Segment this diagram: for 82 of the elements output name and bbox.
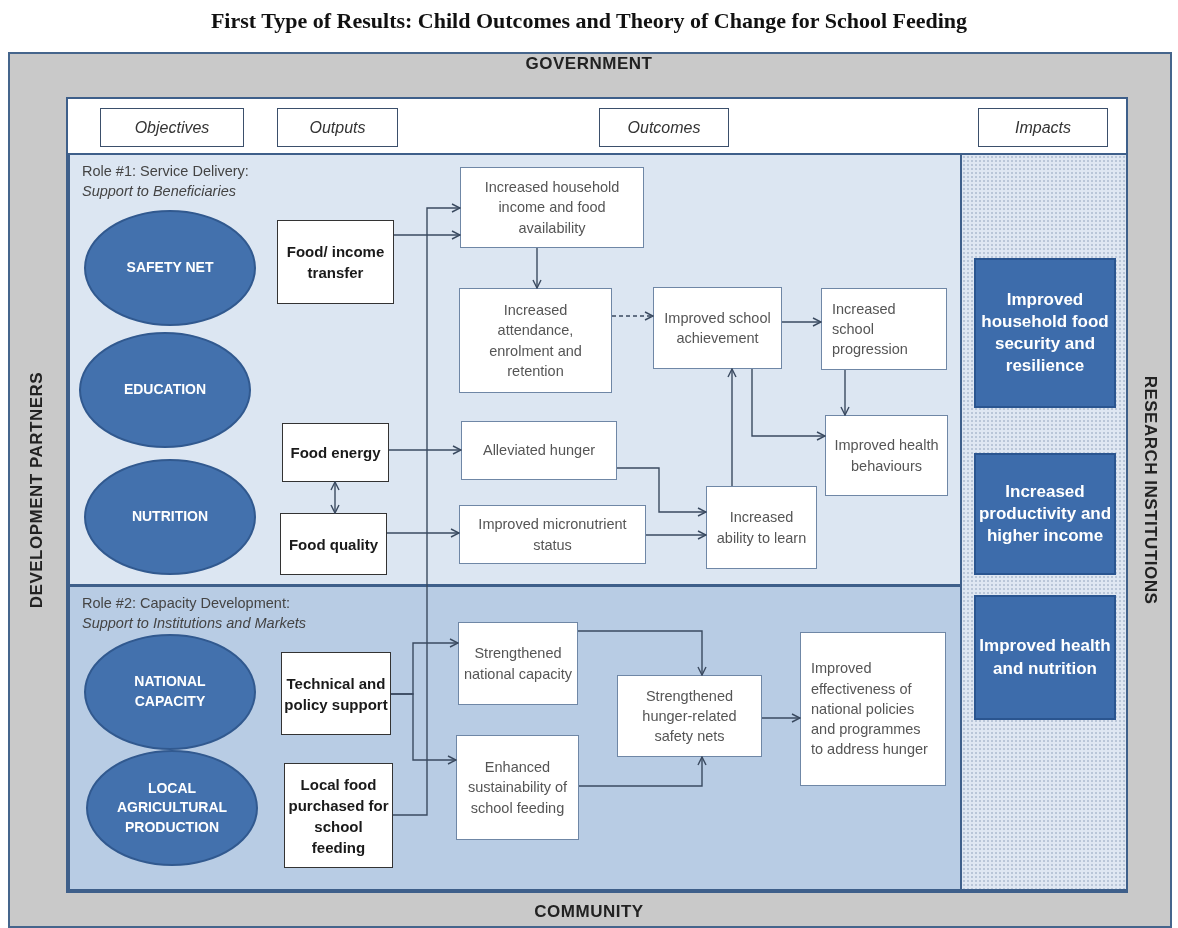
role-heading: Support to Beneficiaries	[82, 182, 236, 202]
impact-box	[974, 258, 1116, 408]
output-box	[284, 763, 393, 868]
output-box	[281, 652, 391, 735]
arrow	[388, 445, 462, 455]
heading-text: Outcomes	[627, 118, 701, 137]
outcome-box	[821, 288, 947, 370]
arrow	[577, 630, 707, 676]
impact-box	[974, 595, 1116, 720]
heading-text: Outputs	[309, 118, 366, 137]
frame-label: DEVELOPMENT PARTNERS	[27, 371, 47, 609]
outcome-box	[617, 675, 762, 757]
objective-label: SAFETY NET	[126, 258, 214, 278]
role-heading: Role #1: Service Delivery:	[82, 162, 249, 181]
impact-box	[974, 453, 1116, 575]
arrow	[393, 230, 461, 240]
objective-label: EDUCATION	[123, 380, 207, 400]
outcome-label: Improved health behaviours	[833, 436, 940, 476]
arrow	[616, 467, 707, 517]
arrow	[645, 530, 707, 540]
arrow	[727, 368, 737, 487]
output-box	[277, 220, 394, 304]
arrow	[532, 247, 542, 289]
outcome-label: Enhanced sustainability of school feeding	[466, 758, 569, 818]
output-label: Local food purchased for school feeding	[287, 774, 390, 858]
output-label: Food energy	[290, 443, 381, 463]
frame-label: GOVERNMENT	[525, 54, 653, 74]
outcome-label: Improved effectiveness of national policies and programmes to address hunger	[811, 659, 929, 760]
impacts-panel	[960, 153, 1128, 891]
role-band	[68, 153, 962, 586]
output-label: Food/ income transfer	[285, 242, 386, 283]
outcome-box	[460, 167, 644, 248]
impact-label: Improved health and nutrition	[978, 635, 1112, 680]
output-box	[280, 513, 387, 575]
arrow	[392, 203, 461, 816]
impact-label: Increased productivity and higher income	[978, 480, 1112, 548]
arrow	[840, 369, 850, 416]
outcome-box	[825, 415, 948, 496]
outcome-label: Improved school achievement	[663, 308, 772, 348]
heading-text: Objectives	[134, 118, 210, 137]
arrow	[611, 311, 654, 321]
outcome-box	[653, 287, 782, 369]
outcome-label: Increased household income and food availability	[483, 178, 621, 238]
outcome-label: Alleviated hunger	[482, 441, 596, 461]
column-heading-box	[100, 108, 244, 147]
arrow	[330, 481, 340, 514]
outcome-box	[458, 622, 578, 705]
arrow	[390, 693, 457, 765]
outcome-box	[459, 505, 646, 564]
column-heading-box	[277, 108, 398, 147]
arrow	[751, 368, 826, 441]
outcome-box	[706, 486, 817, 569]
outcome-box	[459, 288, 612, 393]
arrow	[386, 528, 460, 538]
outcome-box	[800, 632, 946, 786]
diagram-title: First Type of Results: Child Outcomes and Theory of Change for School Feeding	[209, 8, 969, 34]
outcome-label: Improved micronutrient status	[477, 515, 628, 555]
frame-label: COMMUNITY	[534, 902, 644, 922]
outcome-box	[461, 421, 617, 480]
outcome-label: Increased ability to learn	[715, 508, 808, 548]
outcome-label: Increased attendance, enrolment and retention	[488, 300, 583, 381]
output-label: Technical and policy support	[284, 673, 388, 715]
role-heading: Role #2: Capacity Development:	[82, 594, 290, 613]
outcome-label: Strengthened hunger-related safety nets	[641, 686, 738, 747]
role-band	[68, 585, 962, 891]
heading-text: Impacts	[1015, 118, 1071, 137]
objective-label: NUTRITION	[131, 507, 209, 527]
outcome-box	[456, 735, 579, 840]
objective-label: LOCAL AGRICULTURAL PRODUCTION	[116, 778, 228, 837]
impact-label: Improved household food security and resilience	[980, 288, 1110, 378]
arrow	[781, 317, 822, 327]
objective-label: NATIONAL CAPACITY	[133, 672, 207, 711]
outcome-label: Increased school progression	[832, 299, 909, 360]
frame-label: RESEARCH INSTITUTIONS	[1140, 375, 1160, 605]
column-heading-box	[978, 108, 1108, 147]
output-label: Food quality	[288, 534, 379, 555]
output-box	[282, 423, 389, 482]
column-heading-box	[599, 108, 729, 147]
arrow	[761, 713, 801, 723]
arrow	[578, 756, 707, 787]
outcome-label: Strengthened national capacity	[463, 644, 573, 684]
role-heading: Support to Institutions and Markets	[82, 614, 307, 634]
